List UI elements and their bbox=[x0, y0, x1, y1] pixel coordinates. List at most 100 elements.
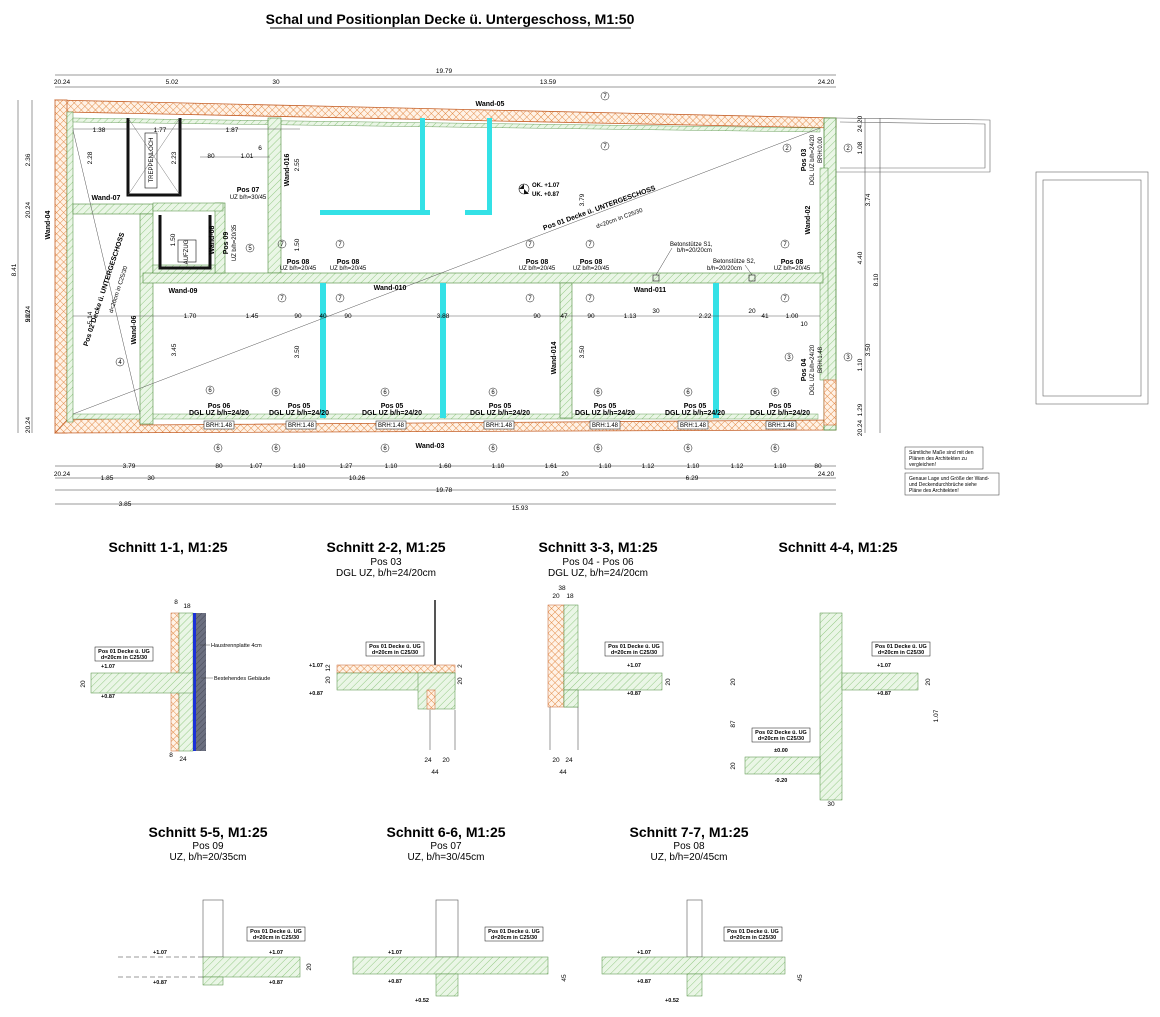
dim-right: 20.24 bbox=[857, 419, 864, 436]
pos06-label: Pos 06 bbox=[208, 403, 231, 410]
dgl-uz-label: DGL UZ b/h=24/20 bbox=[362, 410, 422, 417]
dim-row1: 2.23 bbox=[171, 151, 178, 164]
svg-text:±0.00: ±0.00 bbox=[774, 748, 788, 754]
dim-left: 20.24 bbox=[25, 201, 32, 218]
dim-left: 8.41 bbox=[11, 263, 18, 276]
dim-row1: 2.28 bbox=[87, 151, 94, 164]
svg-text:44: 44 bbox=[431, 769, 439, 776]
wall-09-block bbox=[142, 272, 824, 284]
svg-text:DGL UZ, b/h=24/20cm: DGL UZ, b/h=24/20cm bbox=[336, 568, 436, 579]
dim-row2: 1.13 bbox=[624, 313, 637, 320]
dim-right: 4.40 bbox=[857, 251, 864, 264]
svg-text:6: 6 bbox=[383, 446, 387, 452]
pos07-sub: UZ b/h=30/45 bbox=[230, 195, 267, 201]
svg-text:+1.07: +1.07 bbox=[627, 663, 641, 669]
uk-level: UK. +0.87 bbox=[532, 192, 560, 198]
svg-text:Genaue Lage und Größe der Wand: Genaue Lage und Größe der Wand- bbox=[909, 476, 989, 482]
svg-text:vergleichen!: vergleichen! bbox=[909, 462, 936, 468]
dim-right: 3.50 bbox=[865, 343, 872, 356]
svg-text:Plänen des Architekten zu: Plänen des Architekten zu bbox=[909, 456, 967, 462]
svg-text:8: 8 bbox=[169, 752, 173, 759]
wall-06-block bbox=[139, 213, 154, 425]
svg-text:20.24: 20.24 bbox=[54, 471, 71, 478]
svg-text:80: 80 bbox=[814, 463, 822, 470]
pos05-label: Pos 05 bbox=[381, 403, 404, 410]
svg-text:7: 7 bbox=[588, 296, 592, 302]
dim-top-b: 5.02 bbox=[166, 79, 179, 86]
neighbor-outline bbox=[835, 117, 1149, 405]
svg-text:38: 38 bbox=[558, 585, 566, 592]
brh-148: BRH:1.48 bbox=[486, 423, 513, 429]
brh-148: BRH:1.48 bbox=[206, 423, 233, 429]
svg-text:30: 30 bbox=[827, 801, 835, 808]
svg-text:1.85: 1.85 bbox=[101, 475, 114, 482]
svg-text:20: 20 bbox=[552, 593, 560, 600]
section-3-3: Schnitt 3-3, M1:25 Pos 04 - Pos 06 DGL U… bbox=[538, 539, 672, 776]
svg-text:7: 7 bbox=[783, 296, 787, 302]
svg-text:DGL UZ, b/h=24/20cm: DGL UZ, b/h=24/20cm bbox=[548, 568, 648, 579]
svg-text:6: 6 bbox=[686, 390, 690, 396]
pos05-label: Pos 05 bbox=[594, 403, 617, 410]
dim-row1: 80 bbox=[207, 153, 215, 160]
wall-07-block bbox=[72, 203, 154, 215]
dgl-uz-label: DGL UZ b/h=24/20 bbox=[750, 410, 810, 417]
svg-text:+0.87: +0.87 bbox=[269, 980, 283, 986]
svg-text:1.10: 1.10 bbox=[599, 463, 612, 470]
svg-text:Pläne des Architekten!: Pläne des Architekten! bbox=[909, 488, 959, 494]
svg-text:7: 7 bbox=[783, 242, 787, 248]
pos03-sub: DGL UZ b/h=24/20 bbox=[810, 134, 816, 185]
svg-text:12: 12 bbox=[325, 664, 332, 672]
svg-text:20: 20 bbox=[730, 762, 737, 770]
wall-016-label: Wand-016 bbox=[284, 153, 291, 186]
svg-text:Pos 01 Decke ü. UG: Pos 01 Decke ü. UG bbox=[875, 644, 927, 650]
svg-text:+0.87: +0.87 bbox=[877, 691, 891, 697]
dim-row1: 3.79 bbox=[579, 193, 586, 206]
dim-row2: 30 bbox=[652, 308, 660, 315]
pos03-label: Pos 03 bbox=[801, 149, 808, 172]
svg-text:18: 18 bbox=[566, 593, 574, 600]
svg-text:1.12: 1.12 bbox=[731, 463, 744, 470]
svg-text:+0.52: +0.52 bbox=[665, 998, 679, 1004]
pos09-label: Pos 09 bbox=[223, 232, 230, 255]
dim-row2: 2.22 bbox=[699, 313, 712, 320]
svg-text:24: 24 bbox=[179, 756, 187, 763]
svg-text:UZ, b/h=20/45cm: UZ, b/h=20/45cm bbox=[651, 852, 728, 863]
svg-text:7: 7 bbox=[603, 94, 607, 100]
dim-left: 20.24 bbox=[25, 305, 32, 322]
dgl-uz-label: DGL UZ b/h=24/20 bbox=[470, 410, 530, 417]
svg-text:45: 45 bbox=[561, 974, 568, 982]
dim-row2: 41 bbox=[761, 313, 769, 320]
svg-text:+1.07: +1.07 bbox=[153, 950, 167, 956]
dim-row1: 1.01 bbox=[241, 153, 254, 160]
section-6-6: Schnitt 6-6, M1:25 Pos 07 UZ, b/h=30/45c… bbox=[352, 824, 568, 1004]
svg-text:44: 44 bbox=[559, 769, 567, 776]
svg-text:+0.52: +0.52 bbox=[415, 998, 429, 1004]
wall-02-label: Wand-02 bbox=[805, 205, 812, 234]
svg-text:d=20cm in C25/30: d=20cm in C25/30 bbox=[878, 650, 924, 656]
dim-left: 2.36 bbox=[25, 153, 32, 166]
svg-text:Bestehendes Gebäude: Bestehendes Gebäude bbox=[214, 676, 270, 682]
wall-04-label: Wand-04 bbox=[45, 210, 52, 239]
svg-text:+1.07: +1.07 bbox=[388, 950, 402, 956]
pos09-sub: UZ b/h=20/35 bbox=[232, 224, 238, 261]
svg-text:Pos 07: Pos 07 bbox=[430, 841, 462, 852]
svg-text:-0.20: -0.20 bbox=[775, 778, 788, 784]
bottom-dims-1: 3.79 80 1.07 1.10 1.27 1.10 1.60 1.10 1.… bbox=[123, 463, 822, 470]
svg-text:30: 30 bbox=[147, 475, 155, 482]
pos08-label: Pos 08 bbox=[781, 259, 804, 266]
svg-text:7: 7 bbox=[588, 242, 592, 248]
dim-row2: 3.88 bbox=[437, 313, 450, 320]
svg-text:Pos 02 Decke ü. UG: Pos 02 Decke ü. UG bbox=[755, 730, 807, 736]
pos08-label: Pos 08 bbox=[337, 259, 360, 266]
betonstuetze1-sub: b/h=20/20cm bbox=[677, 248, 712, 254]
svg-text:Pos 04 - Pos 06: Pos 04 - Pos 06 bbox=[562, 557, 634, 568]
dim-row2: 10 bbox=[800, 321, 808, 328]
svg-text:d=20cm in C25/30: d=20cm in C25/30 bbox=[730, 935, 776, 941]
dgl-uz-label: DGL UZ b/h=24/20 bbox=[269, 410, 329, 417]
svg-text:20: 20 bbox=[442, 757, 450, 764]
svg-text:80: 80 bbox=[215, 463, 223, 470]
dim-row2: 3.45 bbox=[171, 343, 178, 356]
dim-right: 1.10 bbox=[857, 358, 864, 371]
section-7-7: Schnitt 7-7, M1:25 Pos 08 UZ, b/h=20/45c… bbox=[601, 824, 804, 1004]
